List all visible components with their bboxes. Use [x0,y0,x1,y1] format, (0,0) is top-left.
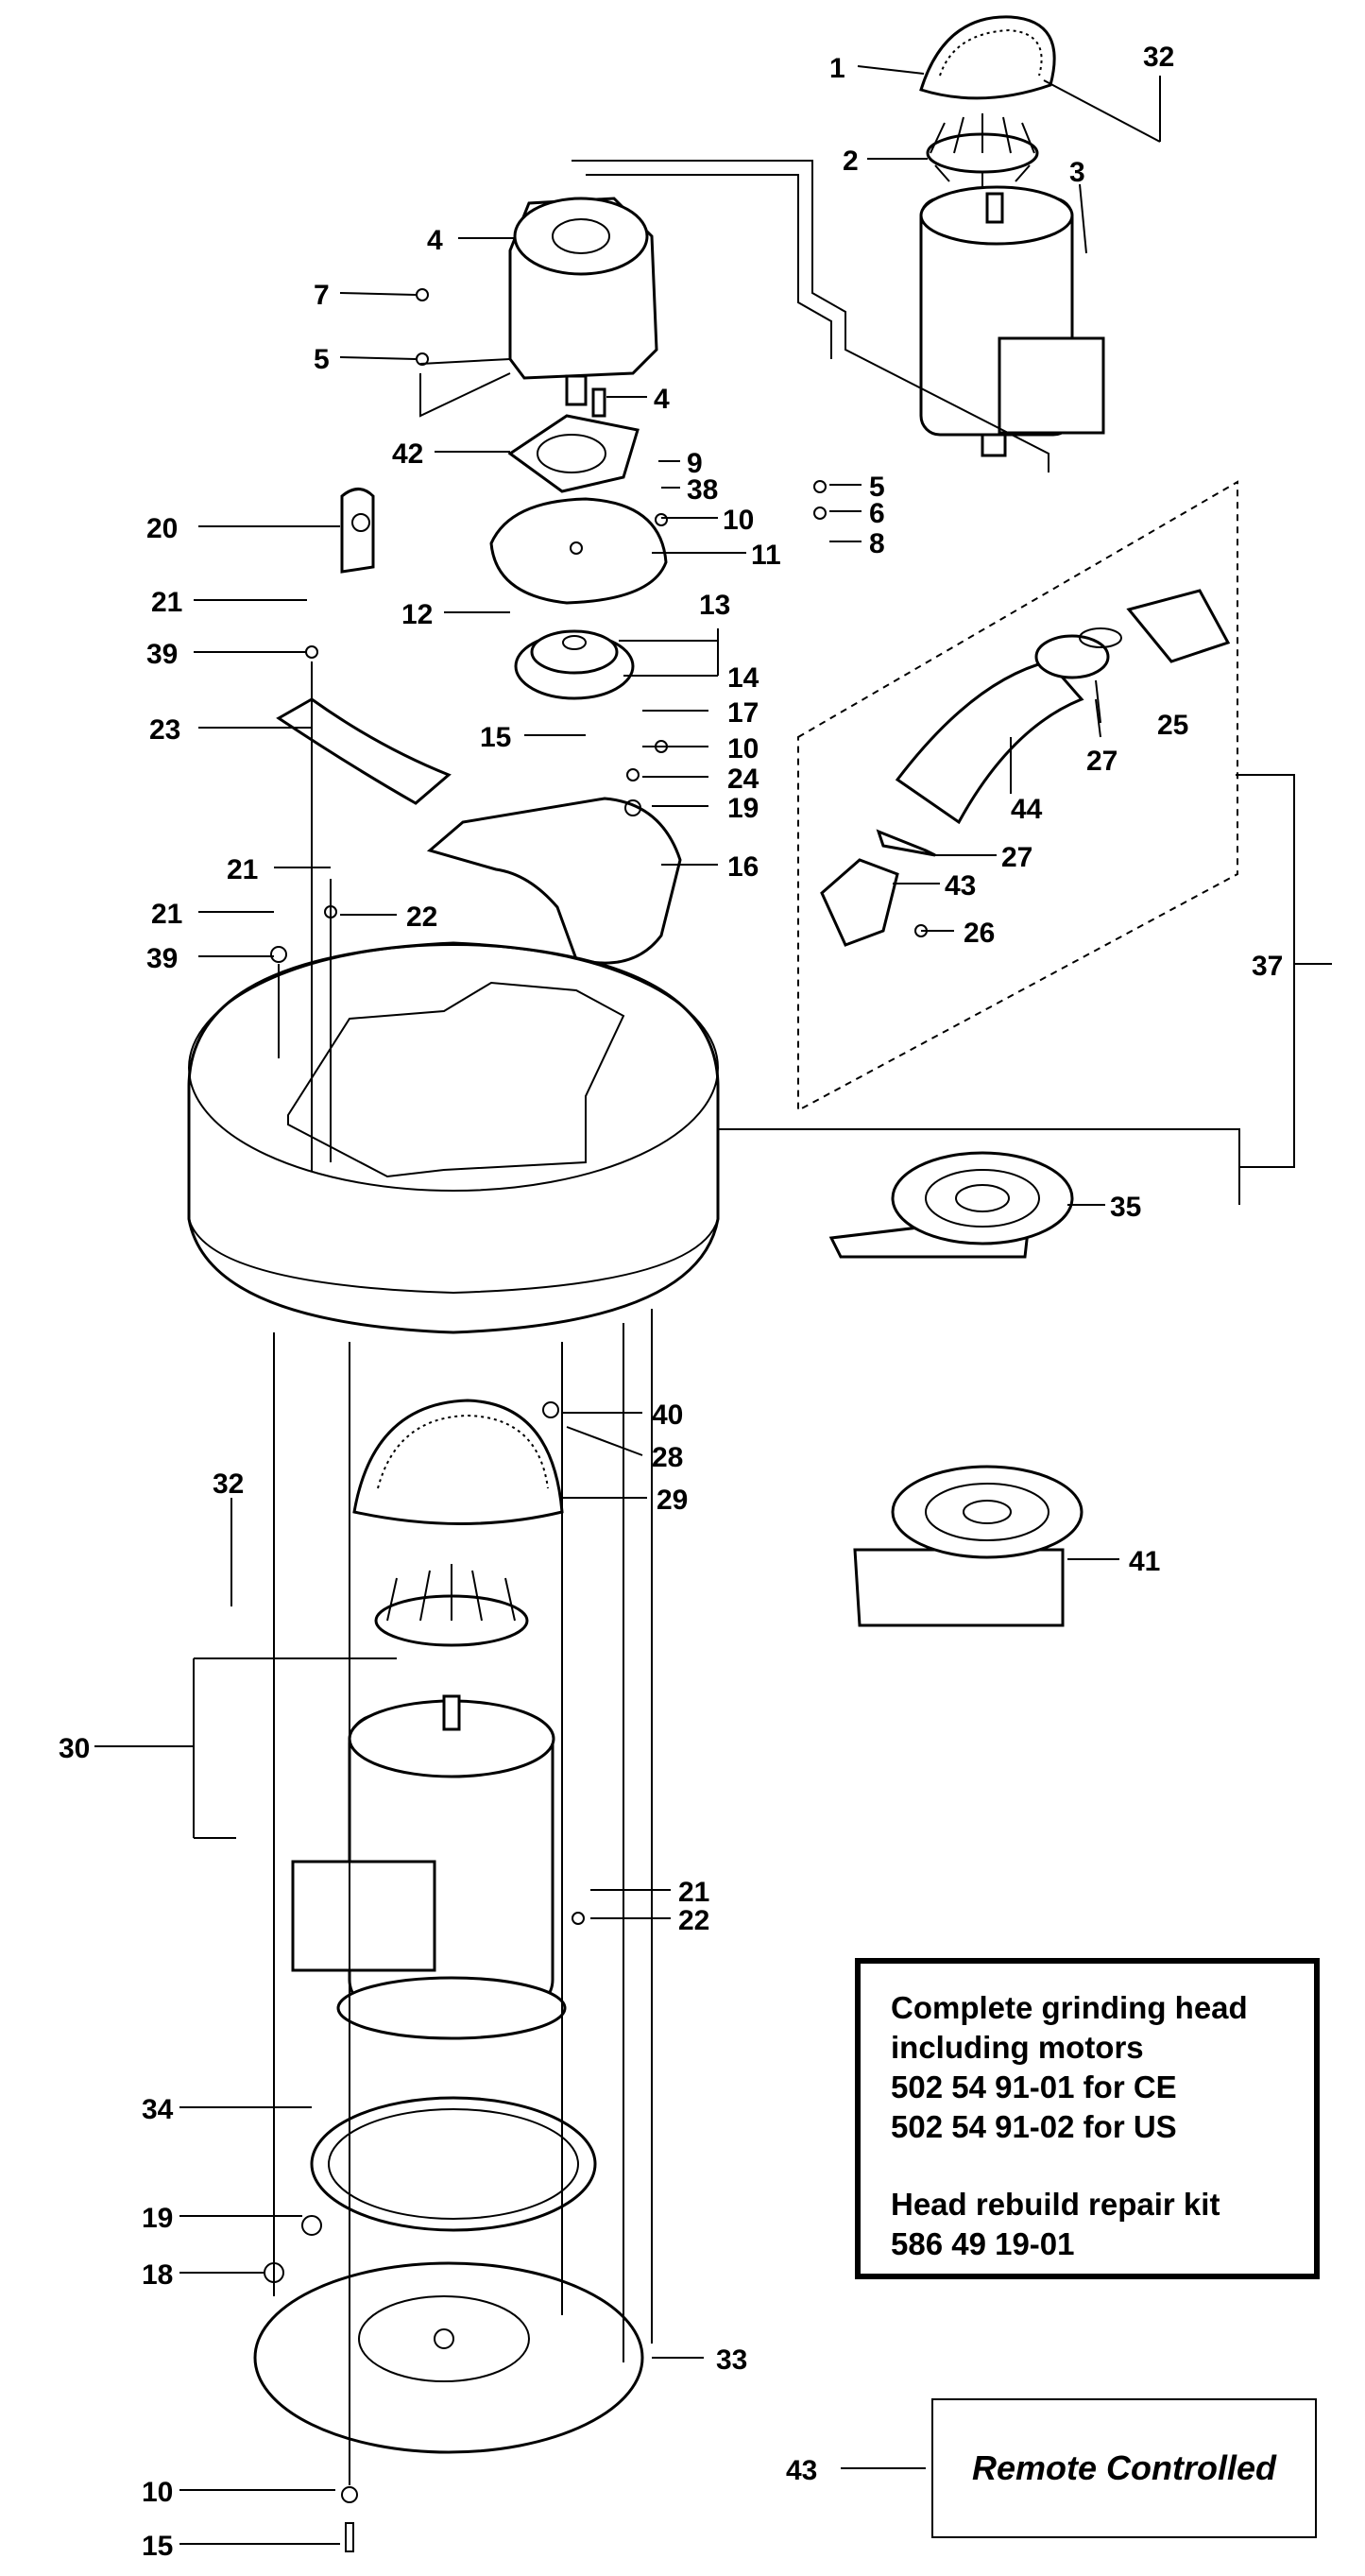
callout-21-a: 21 [151,587,182,618]
motor-lower [291,1694,567,2040]
callout-10-lower: 10 [142,2477,173,2508]
kit-line-4: 502 54 91-02 for US [891,2109,1177,2144]
callout-15-lower: 15 [142,2531,173,2562]
callout-24: 24 [727,764,759,795]
callout-35: 35 [1110,1192,1141,1223]
callout-14: 14 [727,662,759,694]
bracket [340,488,375,574]
callout-6: 6 [869,498,885,529]
callout-4-shaft: 4 [654,384,670,415]
callout-33: 33 [716,2344,747,2376]
callout-8: 8 [869,528,885,559]
hose-assembly [820,589,1231,947]
gasket-ring [310,2096,597,2232]
callout-11: 11 [751,540,781,571]
callout-43-upper: 43 [945,870,976,902]
callout-39-b: 39 [146,943,178,974]
gearbox [508,197,658,418]
callout-5-right: 5 [869,472,885,503]
adapter-plate [507,414,640,493]
callout-42: 42 [392,438,423,470]
callout-32-lower: 32 [213,1468,244,1500]
main-housing [187,941,720,1334]
sealing-tape-35 [828,1151,1074,1259]
callout-43-lower: 43 [786,2455,817,2486]
callout-25: 25 [1157,710,1188,741]
callout-4-gearbox: 4 [427,225,443,256]
callout-34: 34 [142,2094,174,2125]
motor-cover-lower [352,1399,564,1525]
callout-41: 41 [1129,1546,1160,1577]
kit-line-5: Head rebuild repair kit [891,2187,1220,2222]
callout-5-left: 5 [314,344,330,375]
callout-19-lower: 19 [142,2203,173,2234]
motor-top [919,185,1105,457]
flange-plate [489,497,668,605]
callout-29: 29 [657,1485,688,1516]
kit-line-1: Complete grinding head [891,1990,1248,2025]
kit-line-3: 502 54 91-01 for CE [891,2069,1177,2104]
callout-30: 30 [59,1733,90,1764]
callout-15-upper: 15 [480,722,511,753]
callout-44: 44 [1011,794,1043,825]
assembly-lines [273,160,1049,2485]
base-plate [253,2261,644,2454]
callout-numbers: 1 32 2 3 4 7 5 4 42 9 38 5 6 8 20 10 11 … [59,42,1283,2562]
remote-controlled-label: Remote Controlled [971,2448,1276,2487]
sealing-tape-41 [853,1465,1083,1627]
motor-cover-top [919,15,1056,100]
callout-13: 13 [699,590,730,621]
leader-lines [94,65,1332,2545]
fan-lower [374,1564,529,1647]
callout-20: 20 [146,513,178,544]
callout-10-upper: 10 [723,505,754,536]
callout-27-lower: 27 [1001,842,1032,873]
callout-3: 3 [1069,157,1085,188]
callout-9: 9 [687,448,703,479]
strap-plate [276,697,452,805]
callout-19-upper: 19 [727,793,759,824]
callout-27-upper: 27 [1086,746,1118,777]
remote-controlled-box: Remote Controlled [931,2398,1317,2538]
callout-12: 12 [401,599,433,630]
callout-7: 7 [314,280,330,311]
callout-40: 40 [652,1400,683,1431]
callout-21-c: 21 [151,899,182,930]
mounting-plate [426,797,682,965]
callout-1: 1 [829,53,845,84]
callout-38: 38 [687,474,718,506]
callout-22-lower: 22 [678,1905,709,1936]
kit-line-2: including motors [891,2030,1144,2065]
callout-18: 18 [142,2259,173,2291]
callout-37: 37 [1252,951,1283,982]
callout-16: 16 [727,851,759,883]
dashed-assembly-37 [797,480,1238,1112]
callout-21-d: 21 [678,1877,709,1908]
kit-info-box: Complete grinding head including motors … [855,1958,1320,2279]
callout-10-mid: 10 [727,733,759,764]
callout-26: 26 [964,918,995,949]
callout-32-top: 32 [1143,42,1174,73]
callout-22-upper: 22 [406,902,437,933]
hardware [264,288,928,2552]
callout-17: 17 [727,697,759,729]
kit-line-6: 586 49 19-01 [891,2226,1075,2261]
callout-21-b: 21 [227,854,258,885]
callout-28: 28 [652,1442,683,1473]
fan-top [926,113,1039,189]
callout-23: 23 [149,714,180,746]
callout-2: 2 [843,146,859,177]
callout-39-a: 39 [146,639,178,670]
sprocket [514,629,635,700]
